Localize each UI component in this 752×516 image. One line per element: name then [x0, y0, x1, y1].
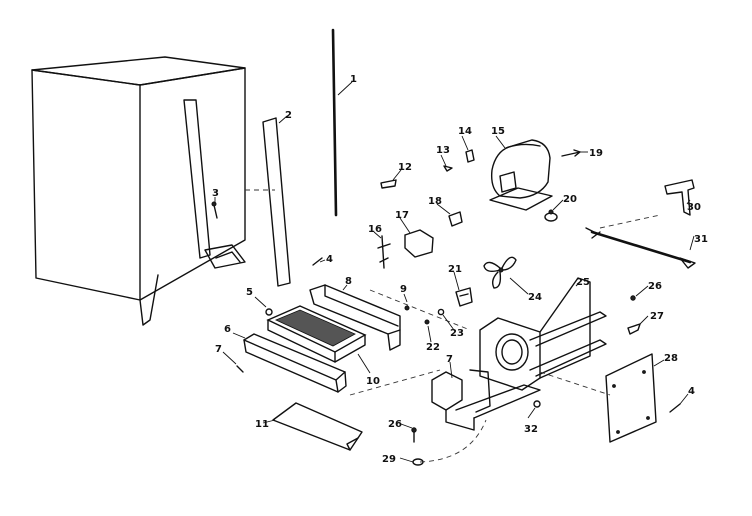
part-26a-screw — [630, 295, 636, 301]
part-31-tube — [585, 214, 696, 269]
assembly-lines — [245, 189, 611, 463]
part-2-strip — [262, 117, 291, 287]
part-17-relay — [404, 229, 434, 258]
callout-25: 25 — [576, 277, 590, 288]
callout-22: 22 — [426, 342, 440, 353]
callout-7b: 7 — [446, 354, 453, 365]
part-4b-screw — [669, 403, 681, 413]
callout-15: 15 — [491, 126, 505, 137]
callout-12: 12 — [398, 162, 412, 173]
part-15-compressor — [489, 139, 553, 211]
callout-8: 8 — [345, 276, 352, 287]
callout-30: 30 — [687, 202, 701, 213]
callout-16: 16 — [368, 224, 382, 235]
callout-4a: 4 — [326, 254, 333, 265]
callout-28: 28 — [664, 353, 678, 364]
callout-4b: 4 — [688, 386, 695, 397]
part-13 — [443, 165, 453, 172]
callout-31: 31 — [694, 234, 708, 245]
part-26b-screw — [411, 427, 417, 443]
part-27 — [627, 323, 641, 335]
part-6-shield — [243, 333, 347, 393]
part-7-screw — [236, 365, 244, 373]
callout-10: 10 — [366, 376, 380, 387]
part-11-panel — [272, 402, 363, 451]
callout-29: 29 — [382, 454, 396, 465]
part-12 — [380, 179, 397, 189]
part-24-fan-blade — [483, 256, 517, 289]
callout-24: 24 — [528, 292, 542, 303]
part-21 — [455, 287, 473, 307]
part-14 — [465, 149, 475, 163]
part-28-back-panel — [605, 353, 657, 443]
callout-5: 5 — [246, 287, 253, 298]
callout-7a: 7 — [215, 344, 222, 355]
part-9 — [404, 305, 410, 311]
part-3-screw — [211, 201, 218, 219]
part-25-base-assembly — [431, 277, 607, 431]
callout-17: 17 — [395, 210, 409, 221]
callout-14: 14 — [458, 126, 472, 137]
callout-19: 19 — [589, 148, 603, 159]
callout-labels: 1 2 3 4 4 5 6 7 7 8 9 10 11 12 13 14 15 … — [212, 74, 708, 465]
part-20 — [544, 209, 558, 222]
cabinet — [31, 56, 246, 326]
part-10-evaporator — [266, 305, 367, 363]
part-23 — [437, 308, 445, 316]
callout-26b: 26 — [388, 419, 402, 430]
callout-11: 11 — [255, 419, 269, 430]
part-19 — [561, 149, 581, 157]
callout-13: 13 — [436, 145, 450, 156]
callout-9: 9 — [400, 284, 407, 295]
callout-23: 23 — [450, 328, 464, 339]
part-18 — [448, 211, 463, 227]
callout-32: 32 — [524, 424, 538, 435]
part-32 — [533, 400, 541, 408]
part-16 — [377, 235, 391, 269]
part-22 — [424, 319, 430, 325]
part-1-rod — [331, 28, 338, 217]
part-30-bracket — [664, 179, 695, 216]
callout-18: 18 — [428, 196, 442, 207]
leader-lines — [214, 81, 695, 463]
callout-1: 1 — [350, 74, 357, 85]
part-8-bracket — [309, 284, 401, 351]
callout-6: 6 — [224, 324, 231, 335]
part-5-fastener — [265, 308, 273, 316]
callout-20: 20 — [563, 194, 577, 205]
callout-21: 21 — [448, 264, 462, 275]
callout-26a: 26 — [648, 281, 662, 292]
callout-2: 2 — [285, 110, 292, 121]
callout-3: 3 — [212, 188, 219, 199]
part-4-screw — [312, 257, 323, 266]
callout-27: 27 — [650, 311, 664, 322]
